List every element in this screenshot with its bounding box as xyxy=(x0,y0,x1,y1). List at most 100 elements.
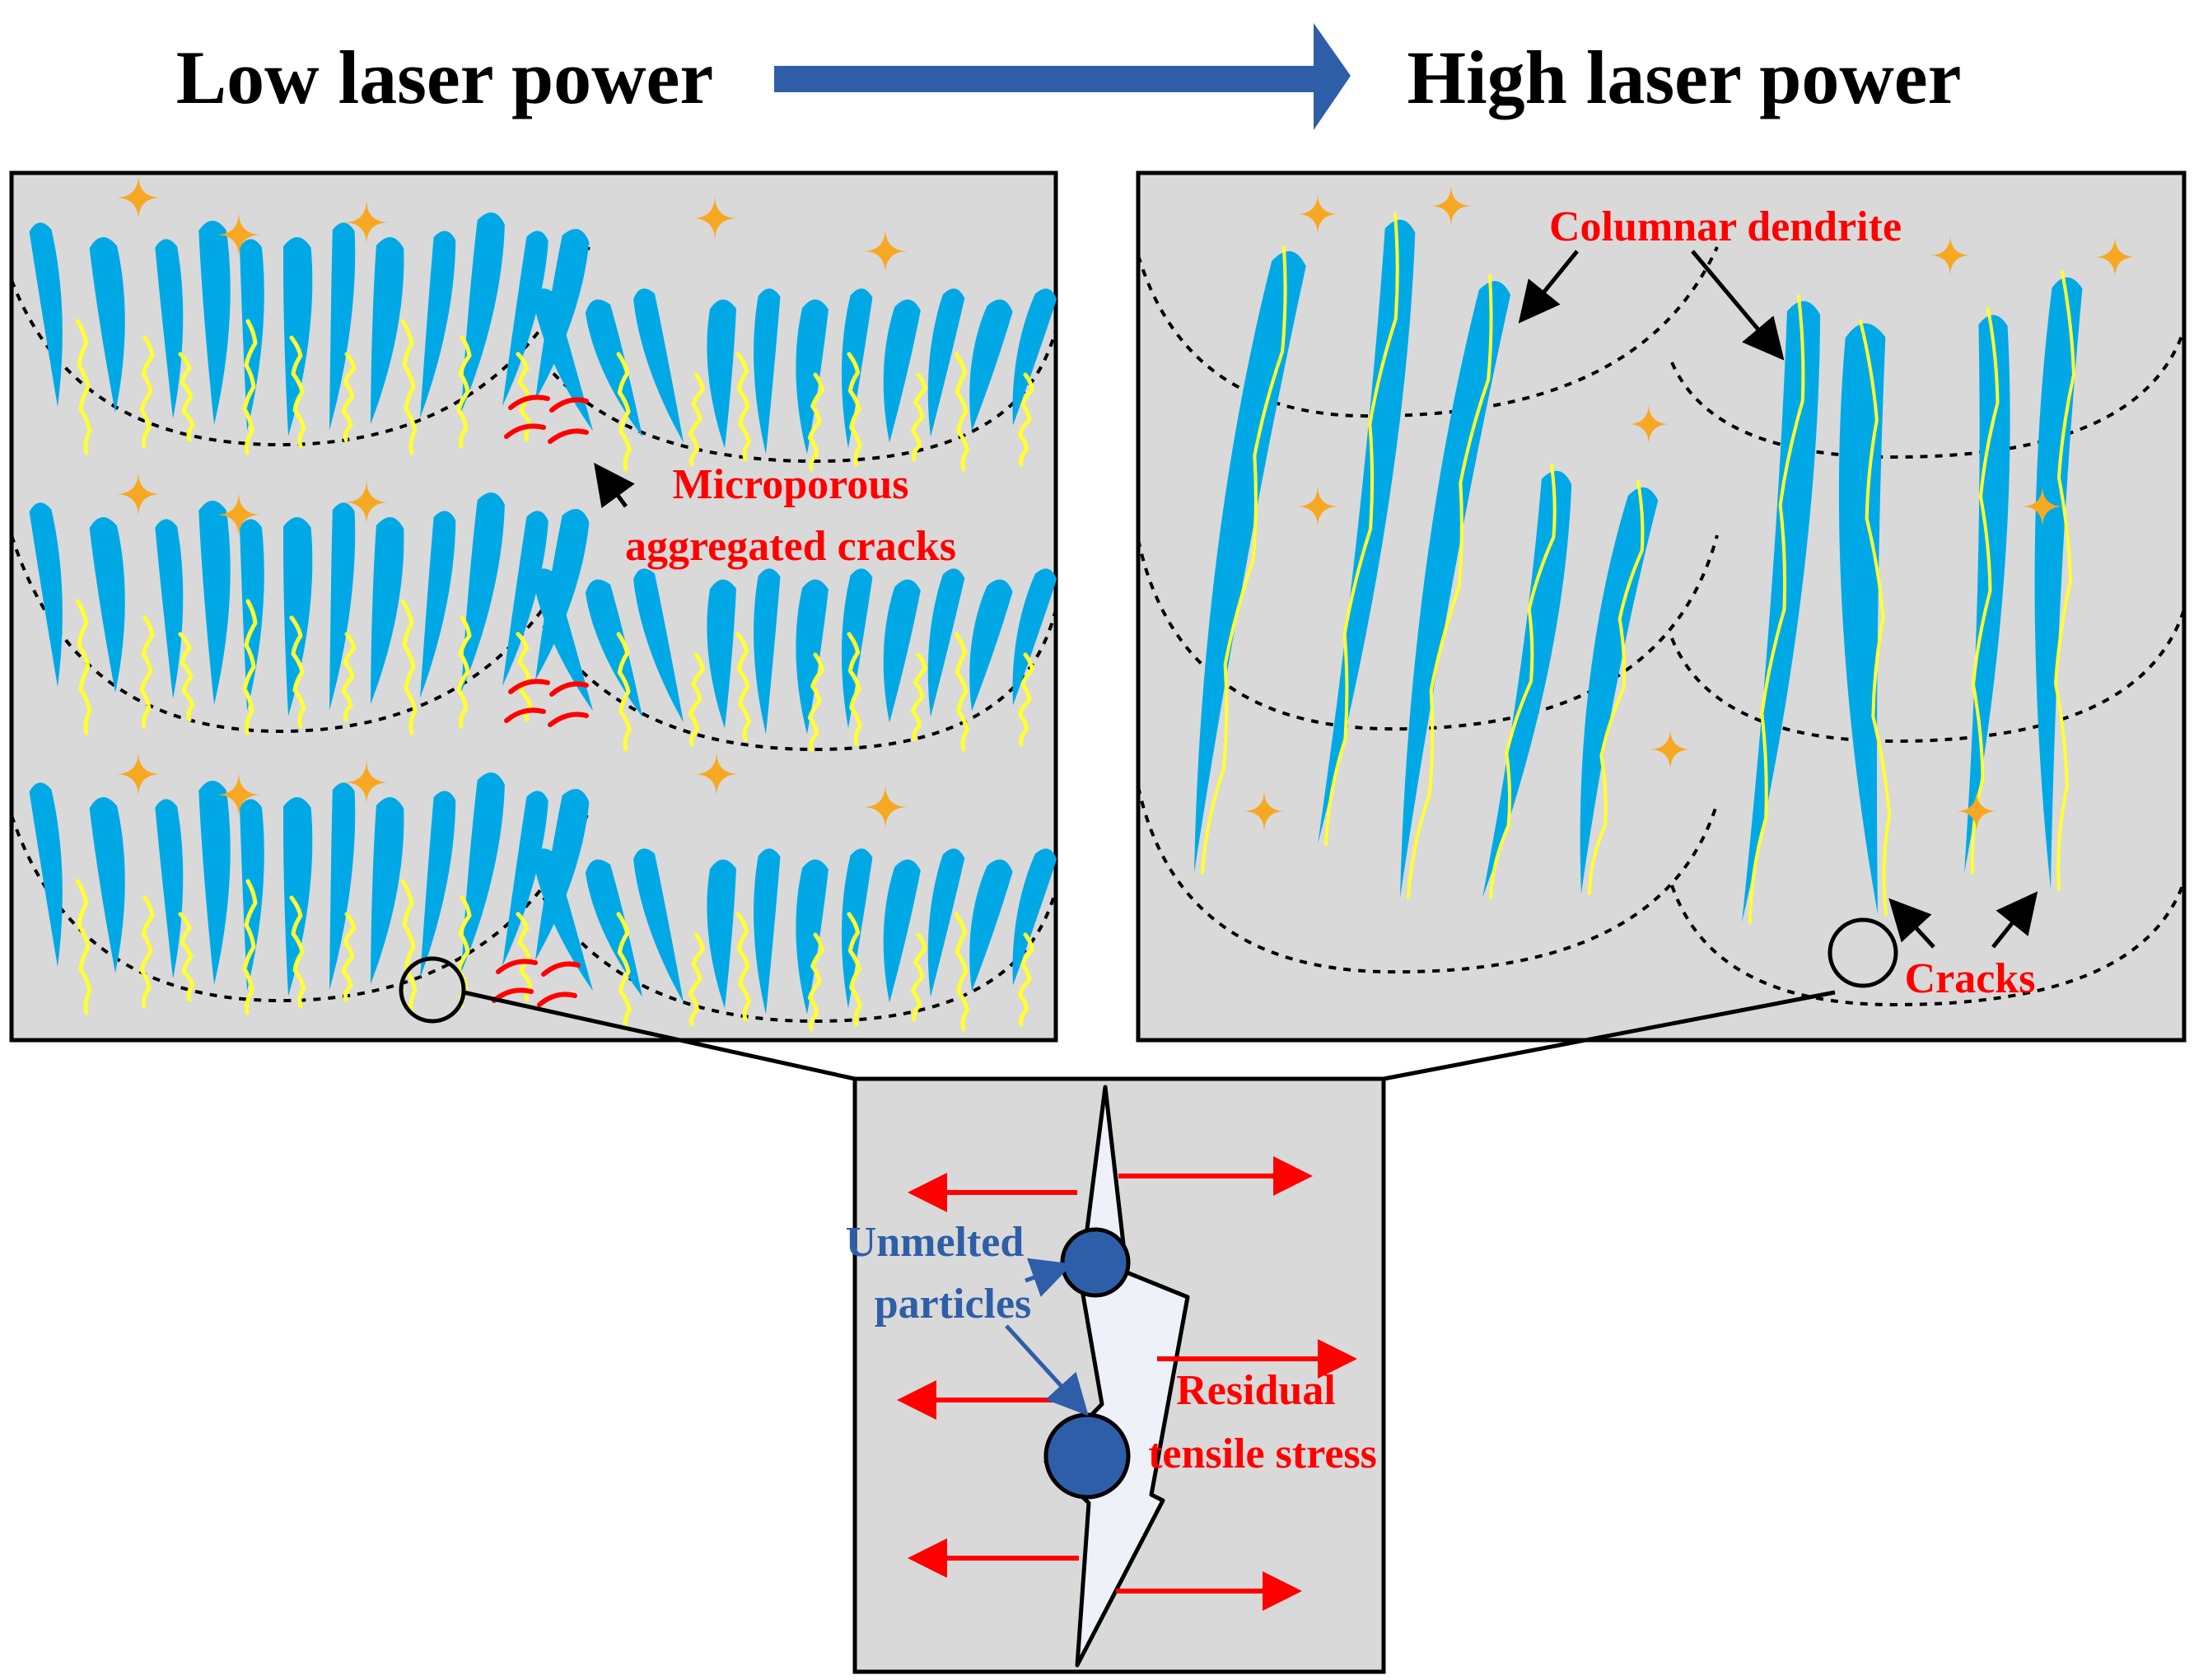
dendrite xyxy=(535,789,590,960)
dendrite xyxy=(282,797,313,996)
unmelted-mark xyxy=(115,471,161,517)
crack xyxy=(139,335,155,449)
crack xyxy=(1748,295,1805,924)
dendrite xyxy=(754,848,781,1015)
dendrite xyxy=(155,239,184,419)
crack xyxy=(516,632,533,722)
crack-detail-panel: Unmelted particles Residual tensile stre… xyxy=(846,1076,1386,1674)
dendrite xyxy=(89,237,125,413)
columnar-dendrite xyxy=(1964,315,2010,873)
dendrite xyxy=(502,511,548,687)
dendrite xyxy=(707,859,736,1009)
crack xyxy=(516,912,533,1002)
dendrite xyxy=(707,579,736,729)
crack xyxy=(954,352,969,472)
crack xyxy=(1017,652,1034,747)
dendrite xyxy=(29,782,63,967)
dendrite xyxy=(371,237,404,425)
crack xyxy=(75,599,92,735)
crack xyxy=(2054,270,2075,891)
dendrite xyxy=(533,568,593,712)
crack xyxy=(75,879,92,1015)
crack-shape xyxy=(1043,1085,1190,1668)
unmelted-mark xyxy=(115,751,161,797)
dendrite xyxy=(633,568,684,723)
columnar-dendrite xyxy=(1194,251,1306,873)
tensile-stress-arrows xyxy=(897,1156,1357,1611)
right-unmelted-marks xyxy=(1243,184,2136,833)
unmelted-mark xyxy=(343,759,390,805)
dendrite xyxy=(329,222,356,431)
crack xyxy=(616,352,632,472)
dendrite xyxy=(535,509,590,680)
unmelted-mark xyxy=(1296,485,1339,528)
dendrite xyxy=(502,231,548,407)
right-columnar-dendrites xyxy=(1194,219,2083,922)
dendrite xyxy=(282,517,313,716)
dendrite xyxy=(533,848,593,992)
dendrite xyxy=(461,212,505,413)
dendrite xyxy=(89,517,125,693)
columnar-dendrite xyxy=(1318,219,1416,844)
crack xyxy=(289,335,306,449)
dendrite xyxy=(796,299,829,455)
crack xyxy=(735,632,751,742)
dendrite xyxy=(585,579,642,717)
crack xyxy=(456,335,472,449)
dendrite xyxy=(633,288,684,443)
left-panel-low-power: Microporous aggregated cracks xyxy=(9,170,1058,1043)
columnar-dendrite xyxy=(1482,470,1572,898)
crack xyxy=(807,372,824,472)
dendrite xyxy=(198,781,231,985)
dendrite xyxy=(707,299,736,449)
crack xyxy=(847,632,862,747)
unmelted-particle-2 xyxy=(1043,1412,1131,1500)
label-microporous: Microporous xyxy=(673,461,909,508)
columnar-dendrite xyxy=(2034,277,2083,890)
crack xyxy=(341,352,357,442)
crack xyxy=(688,652,705,747)
crack xyxy=(400,319,418,455)
dendrite xyxy=(927,848,965,997)
crack xyxy=(178,912,195,1002)
crack xyxy=(341,912,357,1002)
label-cracks: Cracks xyxy=(1905,955,2036,1002)
crack xyxy=(289,615,306,729)
zoom-line-right xyxy=(1383,990,1836,1081)
dendrite xyxy=(155,799,184,979)
zoom-line-left xyxy=(463,990,856,1081)
columnar-dendrite xyxy=(1580,487,1659,894)
left-unmelted-marks xyxy=(115,175,908,830)
unmelted-mark xyxy=(216,492,262,538)
left-zoom-circle xyxy=(399,956,466,1024)
unmelted-mark xyxy=(1627,403,1670,446)
crack xyxy=(400,599,418,735)
crack xyxy=(910,372,927,462)
label-particles: particles xyxy=(875,1281,1032,1328)
right-yellow-cracks xyxy=(1201,212,2075,924)
dendrite xyxy=(969,579,1013,712)
crack xyxy=(847,352,862,467)
dendrite xyxy=(883,579,921,723)
dendrite xyxy=(461,772,505,973)
right-zoom-circle xyxy=(1828,917,1898,988)
crack xyxy=(456,895,472,1009)
crack xyxy=(1201,245,1287,875)
unmelted-mark xyxy=(343,479,390,525)
crack xyxy=(910,652,927,742)
microporous-crack-marks xyxy=(492,394,589,1007)
crack xyxy=(75,319,92,455)
dendrite xyxy=(29,222,63,407)
crack xyxy=(1970,307,2000,875)
crack xyxy=(1017,372,1034,467)
columnar-dendrite xyxy=(1742,301,1821,922)
crack xyxy=(954,632,969,752)
columnar-dendrite xyxy=(1838,323,1886,914)
dendrite xyxy=(883,859,921,1003)
crack xyxy=(735,352,751,462)
dendrite xyxy=(420,511,456,698)
unmelted-mark xyxy=(343,199,390,245)
right-melt-pool-boundaries xyxy=(1137,246,2186,1007)
unmelted-mark xyxy=(1243,790,1286,833)
